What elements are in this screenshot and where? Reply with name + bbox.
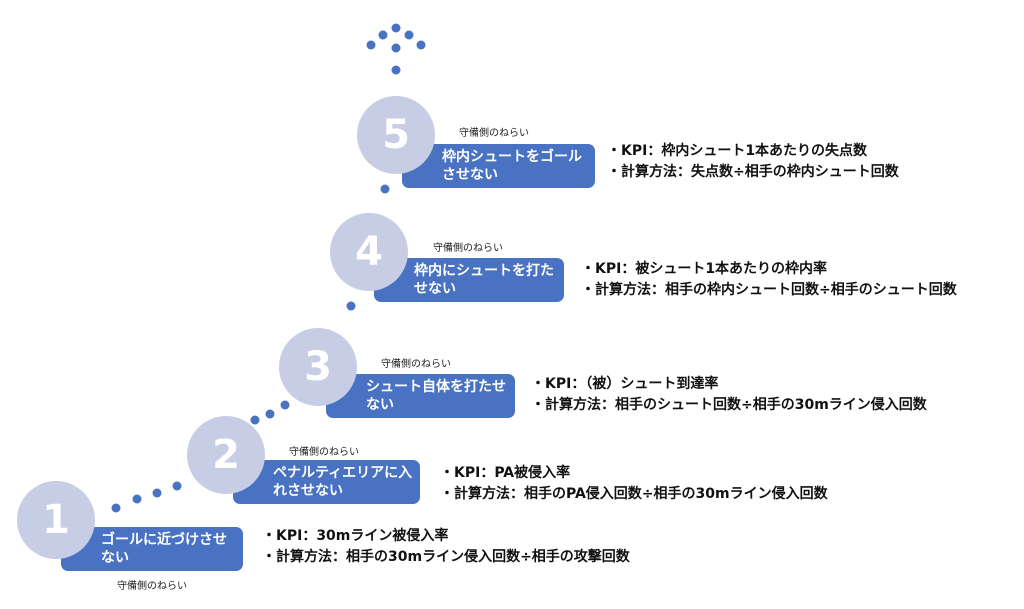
- path-dot: [132, 494, 142, 504]
- path-dot: [391, 65, 401, 75]
- path-dot: [380, 184, 390, 194]
- path-dot: [111, 503, 121, 513]
- path-dot: [152, 488, 162, 498]
- path-dot: [250, 415, 260, 425]
- path-dot: [265, 409, 275, 419]
- path-dot: [346, 301, 356, 311]
- path-dot: [280, 400, 290, 410]
- sparkle-icon: [366, 23, 426, 53]
- path-dot: [172, 481, 182, 491]
